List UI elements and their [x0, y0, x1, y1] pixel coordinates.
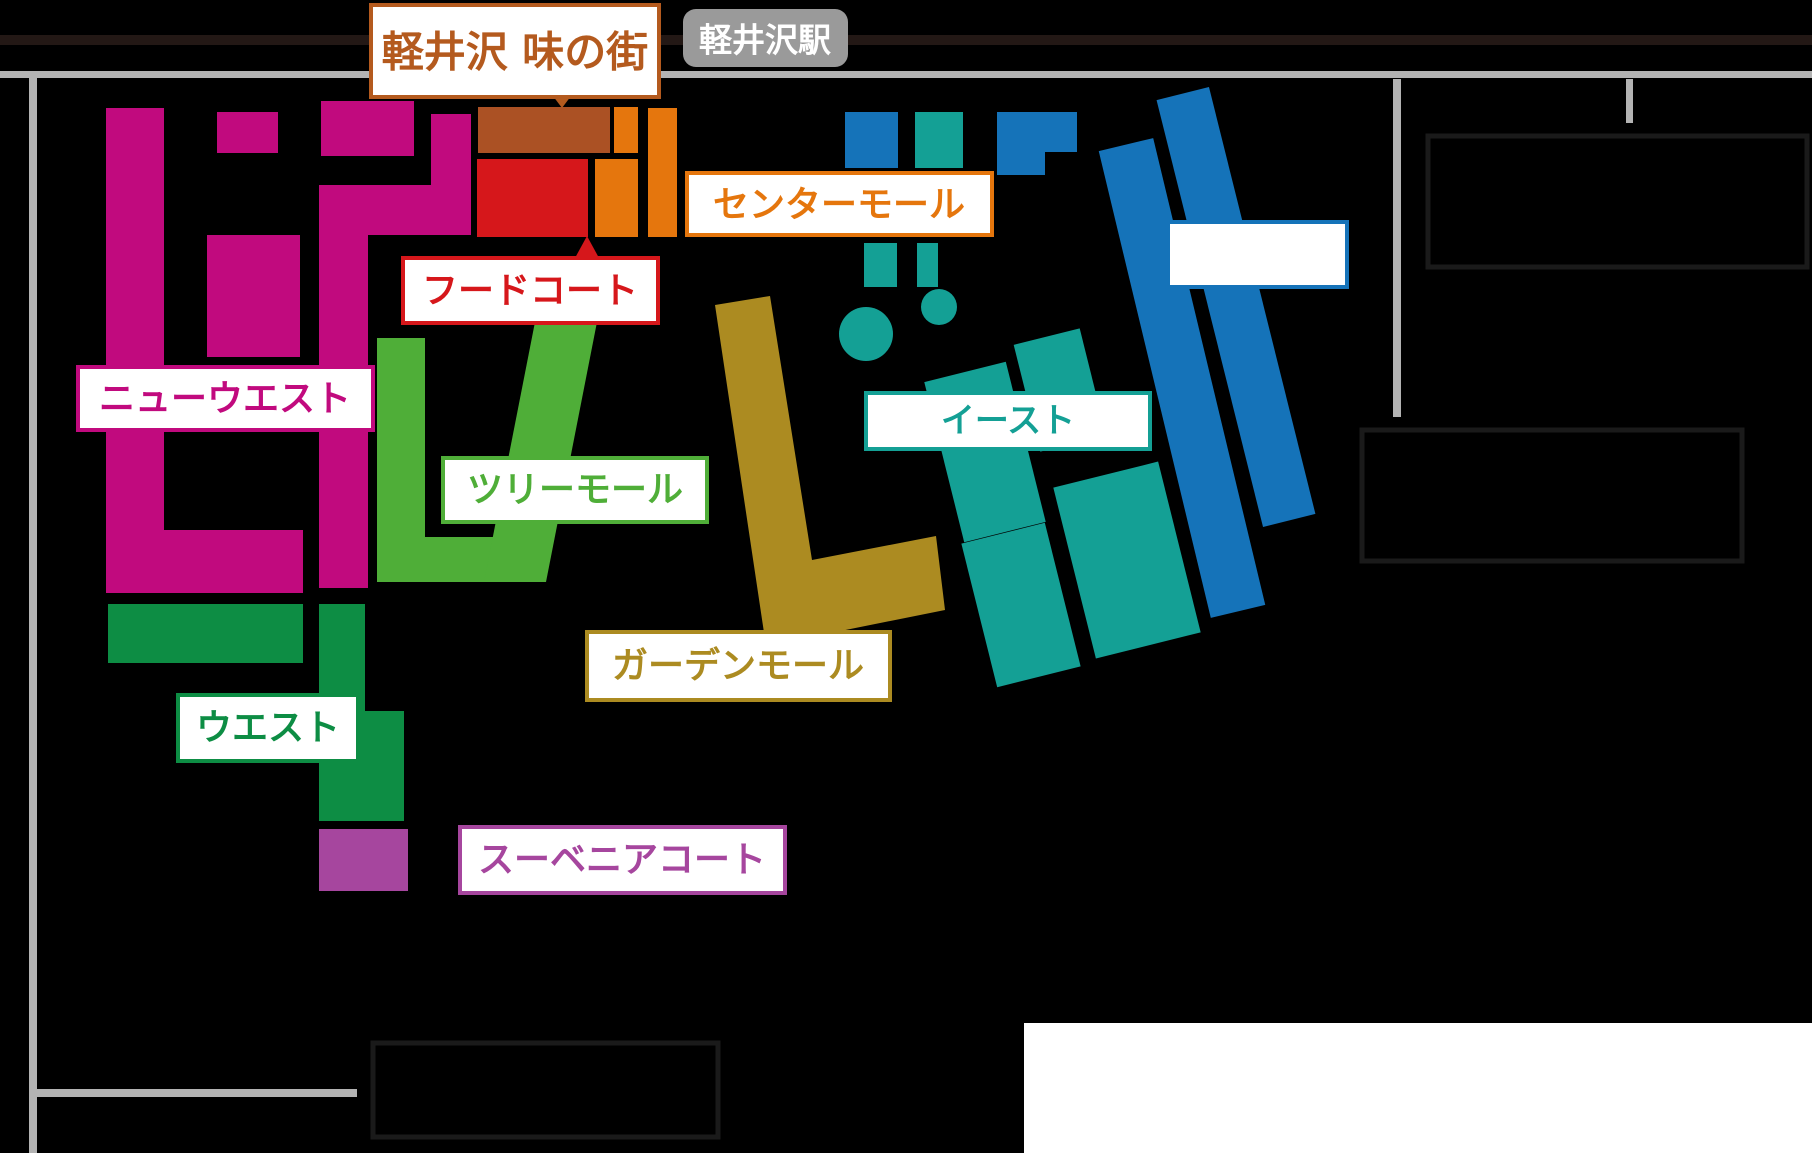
white-block-bottom-right	[1024, 1023, 1812, 1153]
aji-no-machi-label: 軽井沢 味の街	[369, 3, 661, 99]
road-left	[29, 71, 37, 1153]
road-right	[1393, 79, 1401, 417]
svg-text:センターモール: センターモール	[713, 185, 965, 226]
svg-text:ウエスト: ウエスト	[196, 708, 340, 749]
center-mall-label: センターモール	[685, 171, 994, 237]
station-front-buildings	[845, 112, 1077, 175]
new-west-label: ニューウエスト	[76, 365, 375, 432]
svg-text:ツリーモール: ツリーモール	[467, 470, 683, 511]
outline-box-bottom	[370, 1040, 721, 1140]
west-label: ウエスト	[176, 693, 360, 763]
east-label	[1166, 220, 1349, 289]
new-east-buildings	[839, 243, 1201, 688]
east-buildings	[1098, 87, 1316, 618]
svg-text:イースト: イースト	[941, 401, 1075, 441]
railway-line	[0, 35, 1812, 45]
souvenir-court-label: スーベニアコート	[458, 825, 787, 895]
food-court-building	[477, 159, 588, 237]
svg-text:ニューウエスト: ニューウエスト	[99, 379, 351, 420]
svg-text:軽井沢 味の街: 軽井沢 味の街	[382, 28, 649, 77]
food-court-label: フードコート	[401, 256, 660, 325]
garden-mall-label: ガーデンモール	[585, 630, 892, 702]
station-badge: 軽井沢駅	[683, 9, 848, 67]
tree-mall-buildings	[377, 322, 597, 582]
station-label: 軽井沢駅	[699, 21, 831, 60]
outline-box-mid-right	[1359, 427, 1745, 564]
food-court-pointer	[575, 236, 599, 258]
garden-mall-building	[715, 296, 945, 646]
tree-mall-label: ツリーモール	[441, 456, 709, 524]
outline-box-top-right	[1425, 133, 1810, 270]
center-mall-buildings	[595, 107, 677, 237]
svg-text:ガーデンモール: ガーデンモール	[612, 645, 864, 687]
new-west-buildings	[106, 101, 471, 593]
souvenir-court-building	[319, 829, 408, 891]
svg-text:フードコート: フードコート	[422, 271, 638, 312]
road-tick	[1626, 79, 1633, 123]
aji-no-machi-building	[478, 107, 610, 153]
svg-text:スーベニアコート: スーベニアコート	[478, 840, 766, 881]
road-bottom	[37, 1089, 357, 1097]
new-east-label: イースト	[864, 391, 1152, 451]
road-top	[0, 71, 1812, 78]
